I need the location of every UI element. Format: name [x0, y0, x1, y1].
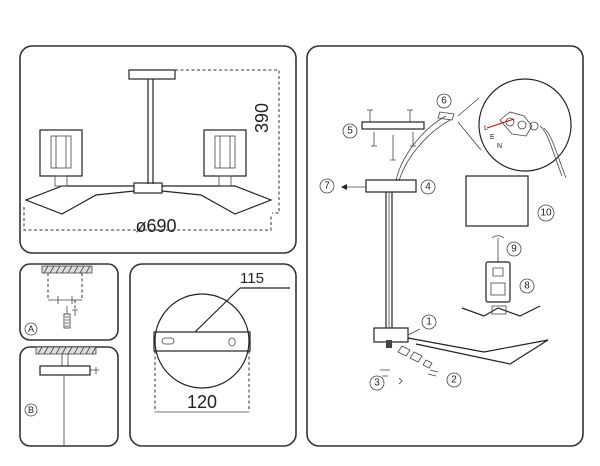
hole-spacing-dimension: 115 [240, 270, 264, 287]
callout-1-circle [421, 314, 437, 330]
wire-label-e: E [490, 134, 495, 141]
callout-6: 6 [441, 96, 447, 107]
hub-body [373, 327, 409, 343]
lamp-shade [465, 175, 529, 227]
wire-label-l: L [484, 125, 488, 132]
right-shade [203, 129, 247, 177]
right-arm [161, 185, 273, 215]
exploded-assembly [341, 78, 572, 385]
panel-step-b [19, 346, 119, 447]
callout-10-circle [537, 204, 555, 222]
callout-2-circle [446, 372, 462, 388]
callout-7: 7 [324, 181, 330, 192]
mounting-bracket [361, 121, 425, 130]
left-shade [39, 129, 83, 177]
height-dimension: 390 [252, 103, 272, 133]
plate-circle [154, 293, 250, 389]
step-b-badge [24, 403, 38, 417]
chandelier-overview [23, 69, 280, 231]
step-a-letter: A [28, 324, 34, 334]
left-arm [24, 185, 135, 215]
callout-4: 4 [425, 182, 431, 193]
callouts: 1 2 3 4 5 6 7 8 9 10 [319, 93, 555, 391]
callout-3-circle [369, 375, 385, 391]
hub [133, 182, 163, 194]
callout-2: 2 [451, 375, 457, 386]
step-b-letter: B [28, 405, 34, 415]
callout-7-circle [319, 178, 335, 194]
plate-bar [153, 331, 251, 352]
plate-detail [153, 287, 290, 413]
callout-10: 10 [540, 208, 552, 219]
diameter-dimension: ø690 [135, 216, 176, 236]
callout-4-circle [420, 179, 436, 195]
canopy [128, 69, 176, 80]
callout-3: 3 [374, 378, 380, 389]
mounting-plate [39, 365, 91, 376]
callout-9: 9 [511, 244, 517, 255]
terminal-zoom [478, 78, 572, 172]
callout-8: 8 [524, 281, 530, 292]
panel-plate-detail [129, 263, 297, 447]
ceiling-drill-step [41, 265, 93, 329]
panel-step-a [19, 263, 119, 341]
callout-8-circle [519, 278, 535, 294]
callout-6-circle [436, 93, 452, 109]
wire-label-n: N [497, 143, 502, 150]
plate-mount-step [35, 346, 99, 446]
callout-5: 5 [347, 126, 353, 137]
panel-assembly [306, 45, 584, 447]
plate-diameter-dimension: 120 [187, 392, 217, 412]
canopy-cup [365, 179, 417, 193]
panel-dimensions [19, 45, 297, 254]
callout-1: 1 [426, 317, 432, 328]
bulb-holder [485, 261, 511, 303]
step-a-badge [24, 322, 38, 336]
callout-9-circle [506, 241, 522, 257]
callout-5-circle [342, 123, 358, 139]
